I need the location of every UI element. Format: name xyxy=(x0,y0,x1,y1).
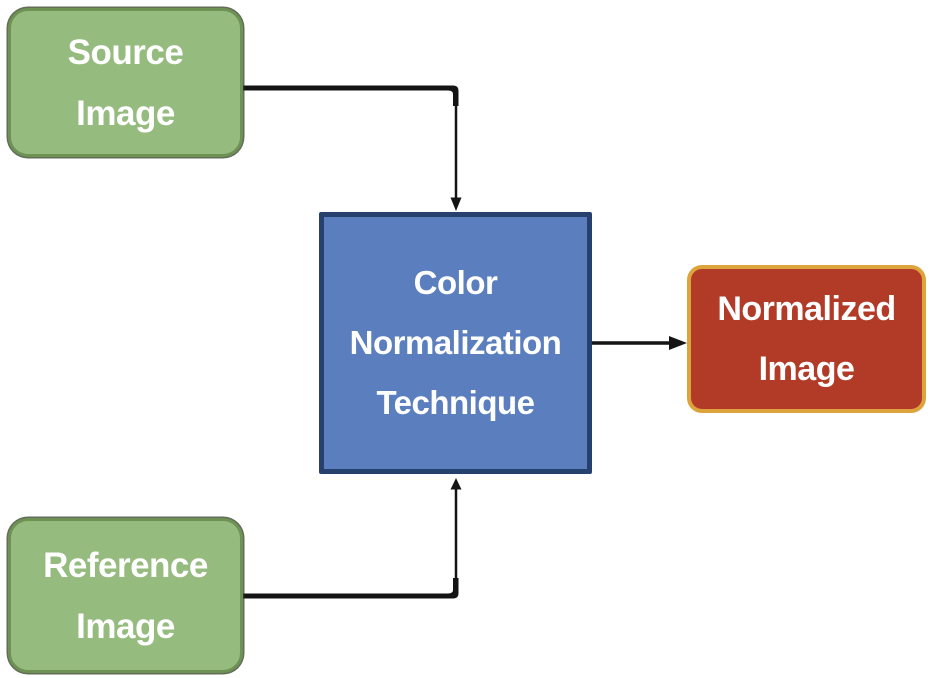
technique-label-line1: Color xyxy=(413,264,498,301)
source-image-label-line1: Source xyxy=(67,32,184,72)
reference-image-label-line1: Reference xyxy=(43,545,208,585)
arrowhead-right-icon xyxy=(669,336,687,350)
technique-label-line2: Normalization xyxy=(349,324,562,361)
connector-corner-bend xyxy=(442,85,459,106)
technique-label-line3: Technique xyxy=(376,384,535,421)
source-image-label-line2: Image xyxy=(76,93,175,133)
arrowhead-up-icon xyxy=(450,478,462,490)
connector-technique-to-normalized xyxy=(592,336,687,350)
connector-source-to-technique xyxy=(243,85,462,211)
color-normalization-technique-node: Color Normalization Technique xyxy=(319,212,592,474)
reference-image-label-line2: Image xyxy=(76,606,175,646)
source-image-node: Source Image xyxy=(8,8,243,157)
normalized-image-node: Normalized Image xyxy=(687,265,926,413)
reference-image-node: Reference Image xyxy=(8,518,243,673)
connector-reference-to-technique xyxy=(243,478,462,599)
normalized-image-label-line2: Image xyxy=(758,350,855,388)
connector-corner-bend xyxy=(442,578,459,599)
arrowhead-down-icon xyxy=(450,197,462,211)
normalized-image-label-line1: Normalized xyxy=(717,290,896,328)
